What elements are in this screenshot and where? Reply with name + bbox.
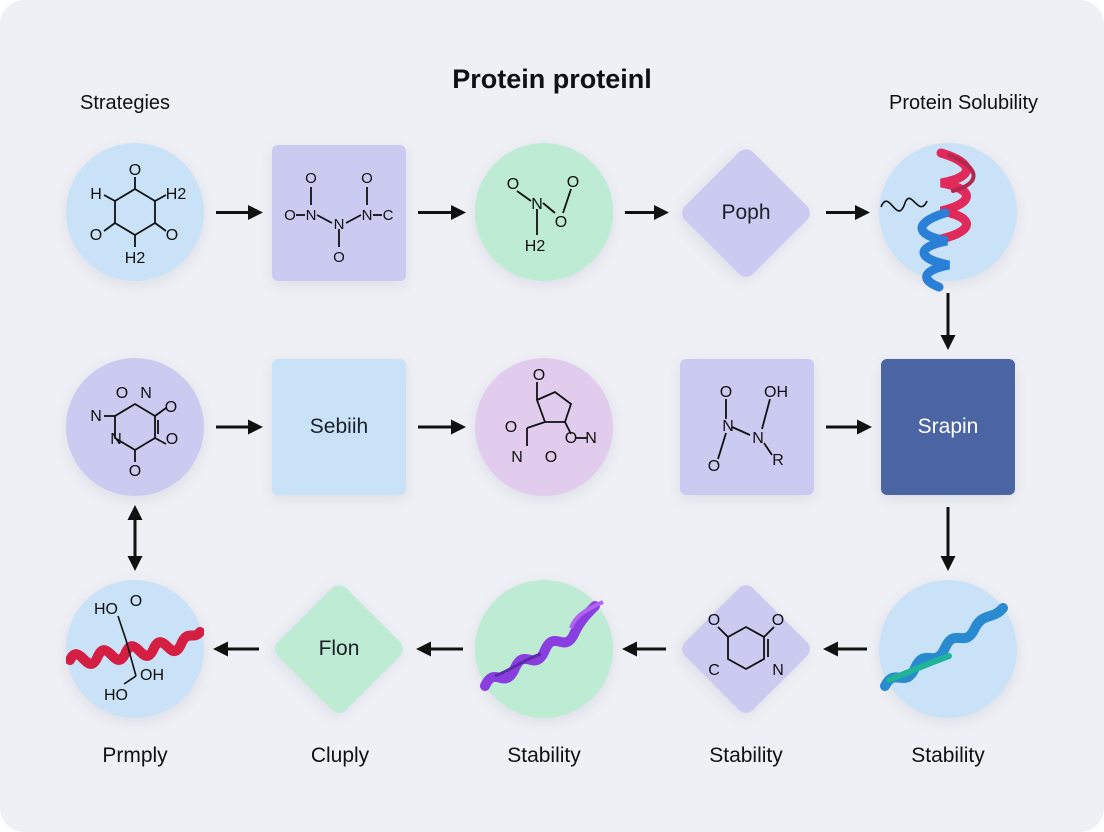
svg-text:O: O xyxy=(130,593,142,610)
node-r2c1: O N N O N O O xyxy=(66,358,204,496)
svg-text:N: N xyxy=(90,408,102,425)
node-r1c3: O O N O H2 xyxy=(475,143,613,281)
node-r3c1: HO O OH HO xyxy=(66,580,204,718)
node-r3c4: O O C N xyxy=(678,581,814,717)
diagram-title: Protein proteinl xyxy=(452,64,652,94)
node-r2c3: O O O N N O xyxy=(475,358,613,496)
svg-text:HO: HO xyxy=(94,601,118,618)
caption-cluply: Cluply xyxy=(310,744,370,767)
svg-text:O: O xyxy=(708,612,720,629)
svg-text:N: N xyxy=(752,430,764,447)
svg-text:O: O xyxy=(507,176,519,193)
protein-helix-icon: HO O OH HO xyxy=(66,593,204,704)
node-r1c1: O H H2 O O H2 xyxy=(66,143,204,281)
svg-text:O: O xyxy=(129,463,141,480)
node-r1c2: O O O N N N C O xyxy=(272,145,406,281)
node-label-flon: Flon xyxy=(318,637,360,660)
label-strategies: Strategies xyxy=(80,92,171,114)
label-protein-solubility: Protein Solubility xyxy=(889,92,1038,114)
molecule-icon: O N N O N O O xyxy=(90,385,178,480)
svg-text:N: N xyxy=(722,418,734,435)
node-r1c5 xyxy=(879,143,1017,292)
svg-text:O: O xyxy=(165,399,177,416)
node-r2c5: Srapin xyxy=(881,359,1015,495)
node-label-sebiih: Sebiih xyxy=(309,415,369,438)
molecule-icon: O O O N N O xyxy=(505,367,597,466)
node-label-srapin: Srapin xyxy=(917,415,979,438)
caption-prmply: Prmply xyxy=(102,744,168,767)
caption-stability-1: Stability xyxy=(507,744,581,767)
svg-text:O: O xyxy=(565,430,577,447)
svg-text:H2: H2 xyxy=(125,250,146,267)
svg-text:O: O xyxy=(555,214,567,231)
node-r3c3 xyxy=(475,580,613,718)
molecule-icon: O O C N xyxy=(708,612,784,679)
svg-text:O: O xyxy=(545,449,557,466)
svg-text:HO: HO xyxy=(104,687,128,704)
node-r2c4: O OH N N O R xyxy=(680,359,814,495)
svg-text:H: H xyxy=(90,186,102,203)
node-r1c4: Poph xyxy=(678,145,814,281)
svg-text:O: O xyxy=(129,162,141,179)
caption-stability-3: Stability xyxy=(911,744,985,767)
svg-text:C: C xyxy=(383,207,394,224)
molecule-icon: O H H2 O O H2 xyxy=(90,162,187,267)
svg-text:N: N xyxy=(531,196,543,213)
molecule-icon: O O N O H2 xyxy=(507,174,579,255)
svg-text:OH: OH xyxy=(764,384,788,401)
node-r2c2: Sebiih xyxy=(272,359,406,495)
node-label-poph: Poph xyxy=(721,201,771,224)
protein-helix-icon xyxy=(880,148,976,292)
svg-text:O: O xyxy=(708,458,720,475)
svg-text:O: O xyxy=(505,419,517,436)
svg-text:N: N xyxy=(585,430,597,447)
svg-text:N: N xyxy=(511,449,523,466)
svg-text:O: O xyxy=(284,207,296,224)
molecule-icon: O OH N N O R xyxy=(708,384,788,475)
svg-text:O: O xyxy=(166,227,178,244)
svg-text:C: C xyxy=(708,662,720,679)
svg-text:O: O xyxy=(90,227,102,244)
svg-text:O: O xyxy=(166,431,178,448)
svg-text:R: R xyxy=(772,452,784,469)
svg-text:O: O xyxy=(533,367,545,384)
svg-text:O: O xyxy=(567,174,579,191)
svg-text:O: O xyxy=(720,384,732,401)
svg-text:N: N xyxy=(110,431,122,448)
svg-text:O: O xyxy=(772,612,784,629)
node-r3c5 xyxy=(879,580,1017,718)
svg-text:O: O xyxy=(305,170,317,187)
svg-text:N: N xyxy=(306,207,317,224)
svg-text:N: N xyxy=(772,662,784,679)
svg-text:H2: H2 xyxy=(166,186,187,203)
svg-text:O: O xyxy=(333,249,345,266)
caption-stability-2: Stability xyxy=(709,744,783,767)
node-r3c2: Flon xyxy=(271,581,407,717)
protein-helix-icon xyxy=(480,600,604,691)
svg-text:N: N xyxy=(334,216,345,233)
svg-text:OH: OH xyxy=(140,667,164,684)
svg-text:N: N xyxy=(362,207,373,224)
svg-text:N: N xyxy=(140,385,152,402)
molecule-icon: O O O N N N C O xyxy=(284,170,394,266)
svg-text:H2: H2 xyxy=(525,238,546,255)
svg-text:O: O xyxy=(116,385,128,402)
protein-helix-icon xyxy=(880,603,1008,691)
svg-text:O: O xyxy=(361,170,373,187)
